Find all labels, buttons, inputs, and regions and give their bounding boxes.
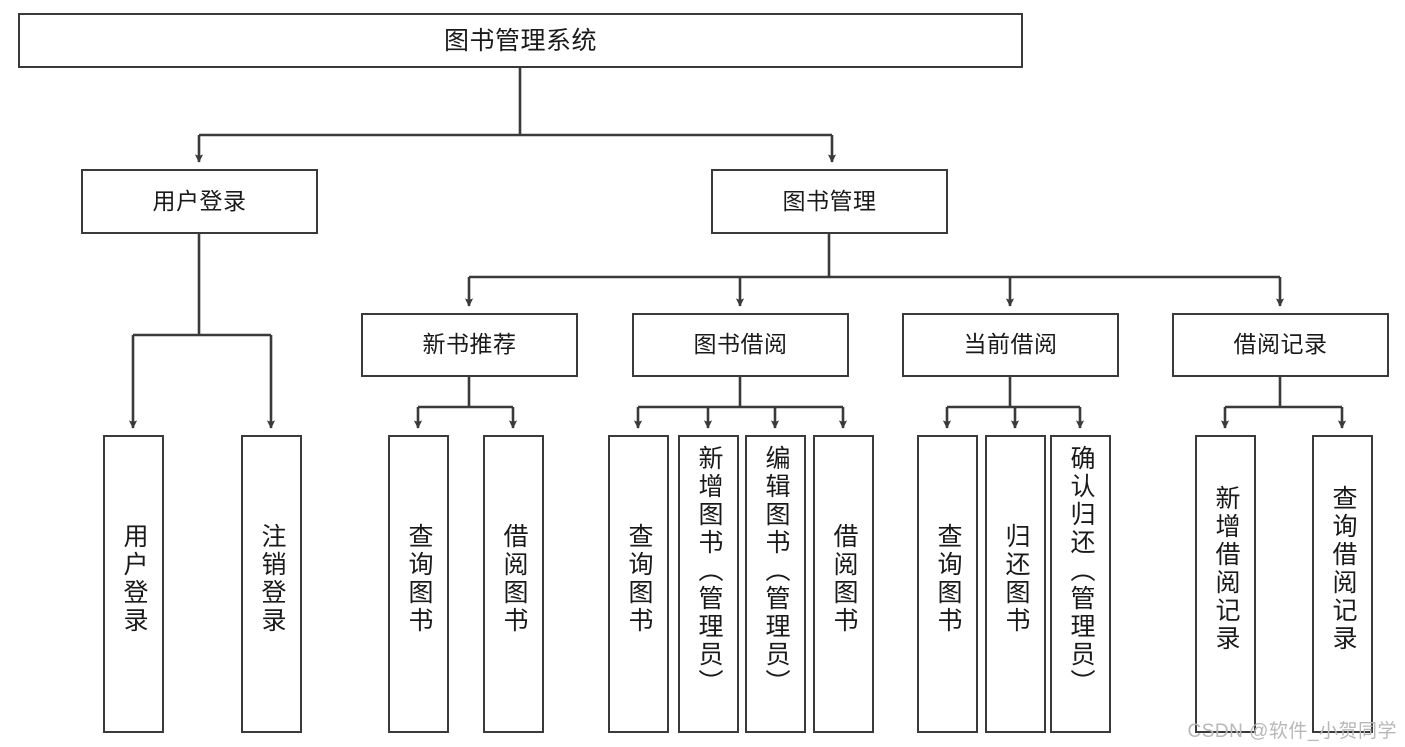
node-label: 查询借阅记录: [1329, 485, 1357, 653]
node-label: 新书推荐: [422, 331, 517, 358]
node-label: 查询图书: [405, 523, 433, 635]
node-label: 新增图书（管理员）: [695, 445, 723, 697]
node-book-borrow[interactable]: 图书借阅: [632, 313, 849, 377]
leaf-query-book-recommend[interactable]: 查询图书: [388, 435, 449, 733]
leaf-edit-book-admin[interactable]: 编辑图书（管理员）: [745, 435, 806, 733]
node-book-management[interactable]: 图书管理: [711, 169, 948, 234]
leaf-query-borrow-record[interactable]: 查询借阅记录: [1312, 435, 1373, 733]
csdn-watermark: CSDN @软件_小贺同学: [1187, 721, 1397, 742]
node-root-system[interactable]: 图书管理系统: [18, 13, 1023, 68]
node-new-book-recommend[interactable]: 新书推荐: [361, 313, 578, 377]
leaf-query-book-borrow[interactable]: 查询图书: [608, 435, 669, 733]
node-current-borrow[interactable]: 当前借阅: [902, 313, 1119, 377]
leaf-confirm-return-admin[interactable]: 确认归还（管理员）: [1050, 435, 1111, 733]
node-label: 注销登录: [258, 523, 286, 635]
leaf-user-login[interactable]: 用户登录: [103, 435, 164, 733]
leaf-borrow-book[interactable]: 借阅图书: [813, 435, 874, 733]
leaf-return-book[interactable]: 归还图书: [985, 435, 1046, 733]
node-label: 图书借阅: [693, 331, 788, 358]
node-label: 确认归还（管理员）: [1067, 445, 1095, 697]
node-label: 图书管理: [782, 187, 877, 214]
node-label: 归还图书: [1002, 523, 1030, 635]
leaf-add-borrow-record[interactable]: 新增借阅记录: [1195, 435, 1256, 733]
leaf-add-book-admin[interactable]: 新增图书（管理员）: [678, 435, 739, 733]
node-label: 图书管理系统: [443, 26, 597, 55]
leaf-user-logout[interactable]: 注销登录: [241, 435, 302, 733]
node-label: 借阅记录: [1233, 331, 1328, 358]
node-label: 借阅图书: [500, 523, 528, 635]
leaf-borrow-book-recommend[interactable]: 借阅图书: [483, 435, 544, 733]
node-user-login[interactable]: 用户登录: [81, 169, 318, 234]
node-label: 借阅图书: [830, 523, 858, 635]
node-label: 新增借阅记录: [1212, 485, 1240, 653]
node-label: 用户登录: [120, 523, 148, 635]
node-label: 查询图书: [625, 523, 653, 635]
node-borrow-record[interactable]: 借阅记录: [1172, 313, 1389, 377]
node-label: 用户登录: [152, 187, 247, 214]
node-label: 当前借阅: [963, 331, 1058, 358]
leaf-query-book-current[interactable]: 查询图书: [917, 435, 978, 733]
node-label: 查询图书: [934, 523, 962, 635]
node-label: 编辑图书（管理员）: [762, 445, 790, 697]
